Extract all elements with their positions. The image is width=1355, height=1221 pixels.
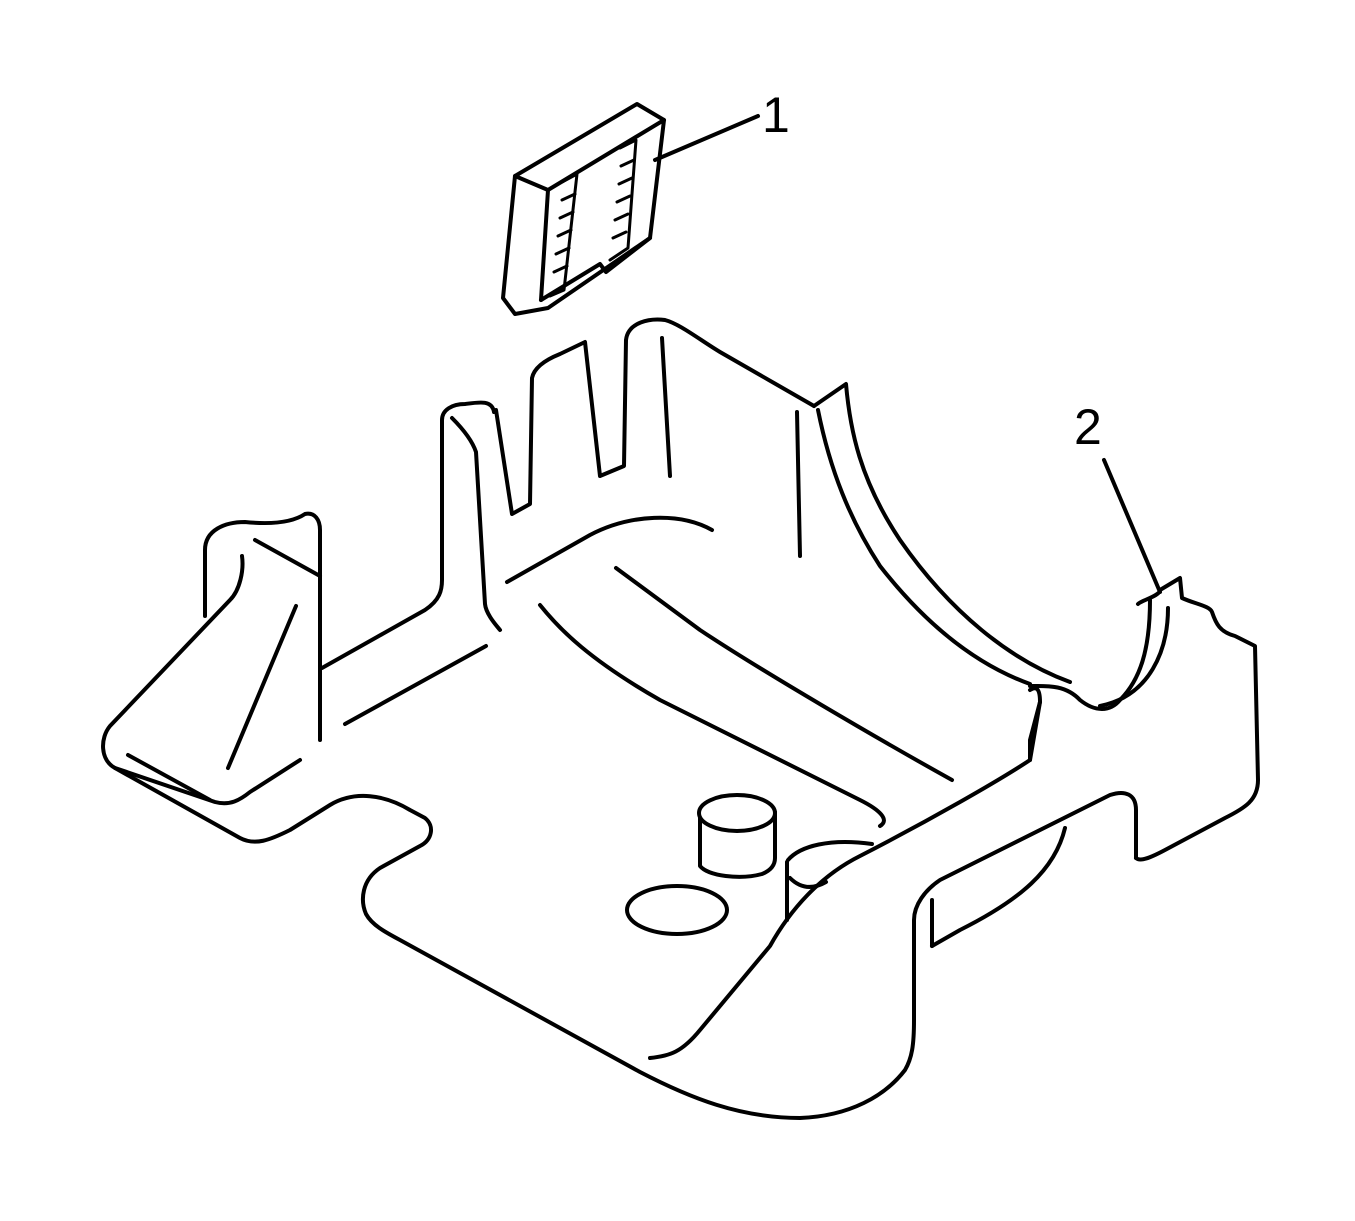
callout-label-2: 2: [1074, 399, 1102, 455]
part-2-tray: [101, 317, 1260, 1120]
leader-lines: [653, 114, 1162, 594]
leader-line-1: [653, 114, 760, 162]
callout-label-1: 1: [762, 87, 790, 143]
leader-line-2: [1102, 458, 1162, 594]
part-1-connector: [501, 102, 666, 316]
